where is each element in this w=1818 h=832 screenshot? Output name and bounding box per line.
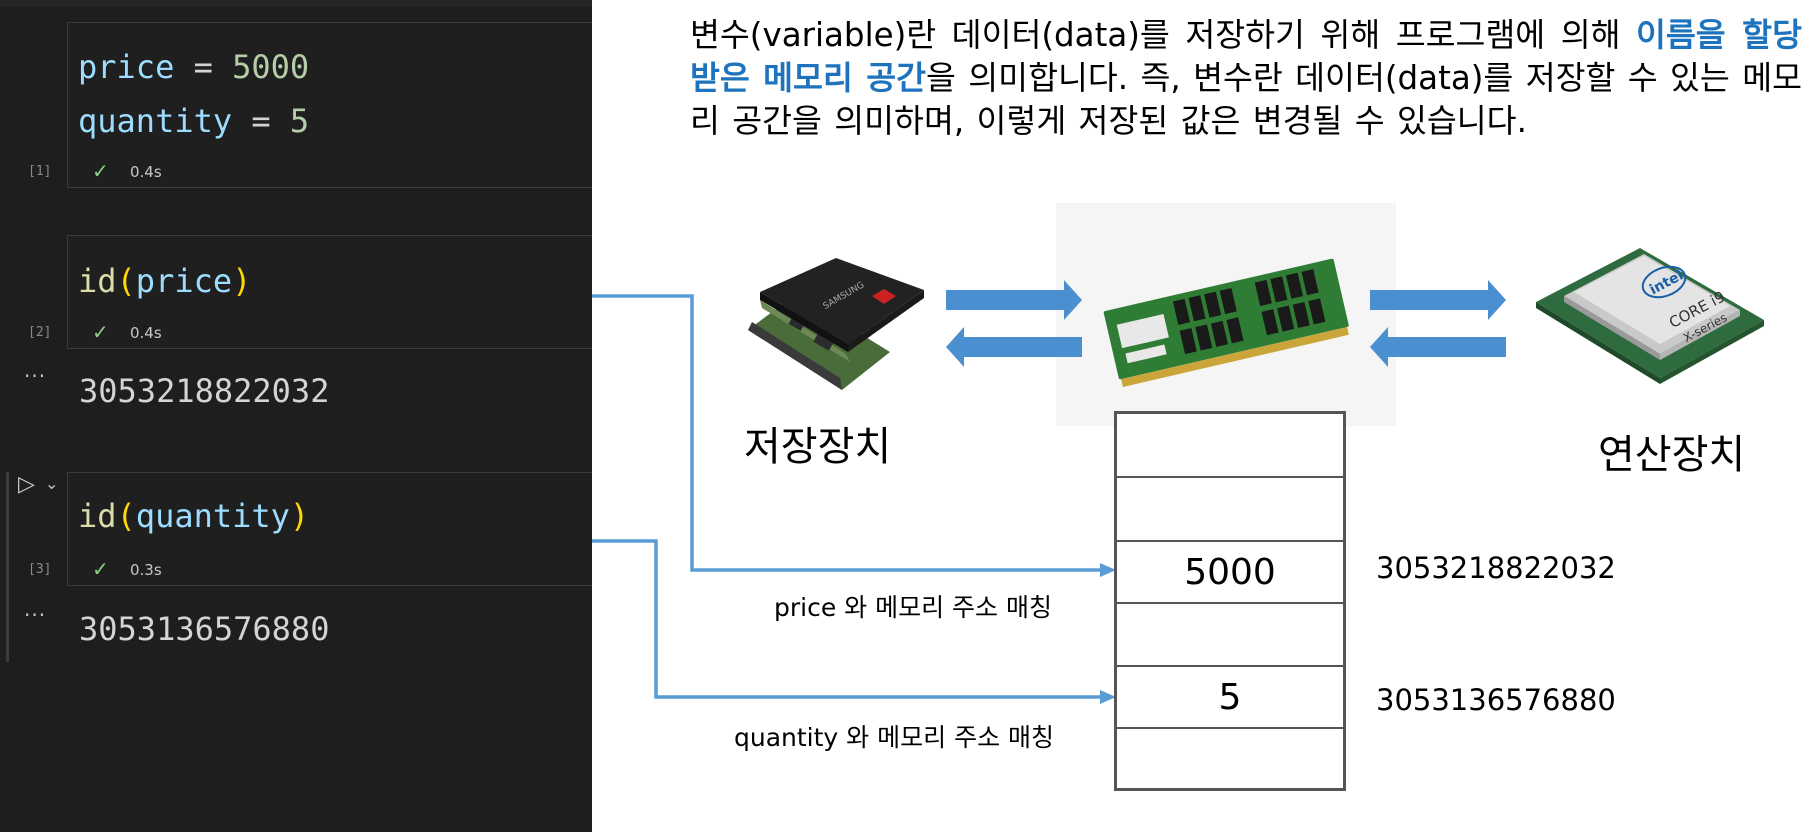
success-check-icon: ✓ [92, 320, 109, 344]
cpu-image: intel CORE i9 X-series [1536, 248, 1764, 384]
quantity-match-caption: quantity 와 메모리 주소 매칭 [734, 723, 1055, 752]
cell-1-line-2[interactable]: quantity = 5 [78, 102, 309, 140]
output-menu-icon[interactable]: ... [24, 597, 47, 621]
explanation-text: 을 의미합니다. 즉, 변수란 데이터(data)를 저장할 수 있는 메모리 … [690, 59, 1802, 140]
memory-column: 5000 5 [1114, 411, 1346, 791]
memory-cell [1117, 602, 1343, 664]
success-check-icon: ✓ [92, 557, 109, 581]
explanation-highlight: 이름을 할당받은 메모리 공간 [690, 16, 1802, 97]
execution-count: [3] [28, 562, 52, 577]
code-token: = [232, 102, 290, 140]
code-token: price [135, 262, 233, 300]
code-token: quantity [135, 497, 290, 535]
cell-3-code[interactable]: id(quantity) [78, 497, 309, 535]
variable-explanation: 변수(variable)란 데이터(data)를 저장하기 위해 프로그램에 의… [690, 14, 1802, 143]
code-token: ( [116, 262, 136, 300]
memory-cell-quantity: 5 [1117, 665, 1343, 727]
cell-focus-bar [6, 472, 9, 662]
ram-image [1103, 258, 1349, 387]
notebook-top-strip [0, 0, 592, 7]
code-token: ) [289, 497, 310, 535]
execution-count: [1] [28, 164, 52, 179]
arrow-to-ram-icon [946, 280, 1082, 320]
cell-1-line-1[interactable]: price = 5000 [78, 48, 309, 86]
code-token: 5000 [232, 48, 310, 86]
code-token: = [174, 48, 233, 86]
code-token: ( [116, 497, 136, 535]
execution-time: 0.3s [130, 561, 162, 579]
explanation-text: 변수(variable)란 데이터(data)를 저장하기 위해 프로그램에 의… [690, 16, 1636, 54]
success-check-icon: ✓ [92, 159, 109, 183]
code-token: 5 [289, 102, 310, 140]
arrow-to-cpu-icon [1370, 280, 1506, 320]
memory-cell [1117, 727, 1343, 788]
cpu-device-label: 연산장치 [1598, 432, 1746, 478]
memory-cell-price: 5000 [1117, 540, 1343, 602]
quantity-arrowhead-icon [1100, 690, 1116, 704]
run-options-chevron-icon[interactable]: ⌄ [45, 474, 59, 493]
memory-cell [1117, 476, 1343, 538]
execution-time: 0.4s [130, 324, 162, 342]
storage-device-label: 저장장치 [744, 424, 892, 470]
quantity-address: 3053136576880 [1376, 683, 1616, 717]
address-connectors [592, 294, 1104, 699]
code-token: ) [232, 262, 252, 300]
storage-ram-arrows [946, 280, 1506, 367]
code-cell-1[interactable] [67, 22, 592, 188]
memory-cell [1117, 414, 1343, 476]
notebook-panel: price = 5000 quantity = 5 [1] ✓ 0.4s id(… [0, 0, 592, 832]
execution-time: 0.4s [130, 163, 162, 181]
cell-2-output: 3053218822032 [79, 372, 330, 410]
price-address: 3053218822032 [1376, 551, 1616, 585]
price-arrowhead-icon [1100, 563, 1116, 577]
code-token: price [78, 48, 175, 86]
price-match-caption: price 와 메모리 주소 매칭 [774, 593, 1053, 622]
cell-2-code[interactable]: id(price) [78, 262, 251, 300]
arrow-to-ram-from-cpu-icon [1370, 327, 1506, 367]
code-cell-2[interactable] [67, 235, 592, 349]
cell-3-output: 3053136576880 [79, 610, 330, 648]
price-connector-line [592, 294, 1104, 572]
arrow-to-storage-icon [946, 327, 1082, 367]
ssd-image: SAMSUNG [748, 258, 924, 390]
code-token: id [78, 262, 117, 300]
quantity-connector-line [592, 539, 1104, 699]
code-token: quantity [78, 102, 233, 140]
code-token: id [78, 497, 117, 535]
code-cell-3[interactable] [67, 472, 592, 586]
run-cell-icon[interactable]: ▷ [18, 472, 35, 497]
output-menu-icon[interactable]: ... [24, 358, 47, 382]
execution-count: [2] [28, 325, 52, 340]
